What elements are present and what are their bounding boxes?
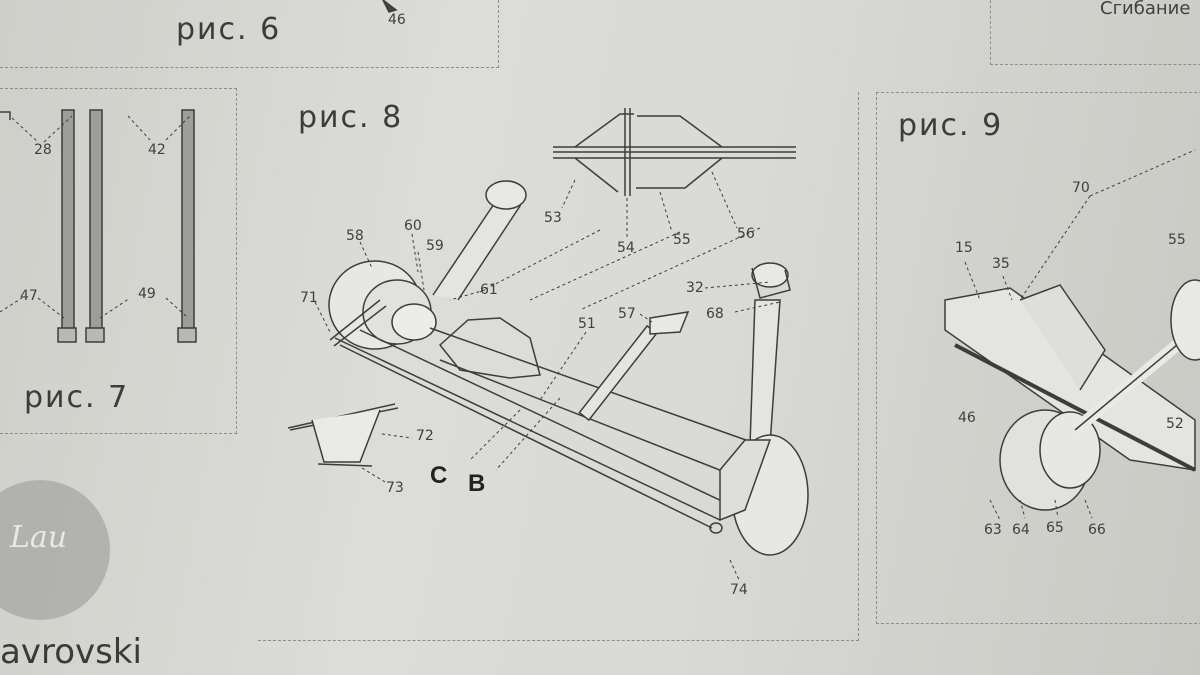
top-right-panel: [990, 0, 1200, 65]
top-right-text: Сгибание: [1100, 0, 1191, 19]
fig8-letter-c: C: [430, 462, 448, 489]
fig8-letter-b: B: [468, 470, 486, 497]
fig8-label-72: 72: [416, 428, 434, 444]
fig9-label-55: 55: [1168, 232, 1186, 248]
brand-logo-mark: Lau: [10, 520, 68, 555]
fig8-label-54: 54: [617, 240, 635, 256]
fig7-label-47: 47: [20, 288, 38, 304]
fig7-label-28: 28: [34, 142, 52, 158]
figure-6-caption: рис. 6: [176, 12, 282, 47]
fig8-label-60: 60: [404, 218, 422, 234]
fig9-label-64: 64: [1012, 522, 1030, 538]
fig9-label-66: 66: [1088, 522, 1106, 538]
fig9-label-15: 15: [955, 240, 973, 256]
figure-9-panel: [876, 92, 1200, 624]
fig9-label-46: 46: [958, 410, 976, 426]
fig6-label-46: 46: [388, 12, 406, 28]
fig8-label-59: 59: [426, 238, 444, 254]
fig8-label-74: 74: [730, 582, 748, 598]
fig9-label-35: 35: [992, 256, 1010, 272]
fig8-label-56: 56: [737, 226, 755, 242]
fig7-label-42: 42: [148, 142, 166, 158]
brand-name: avrovski: [0, 632, 142, 672]
fig8-label-57: 57: [618, 306, 636, 322]
fig9-label-65: 65: [1046, 520, 1064, 536]
fig8-label-68: 68: [706, 306, 724, 322]
fig8-label-58: 58: [346, 228, 364, 244]
fig8-label-51: 51: [578, 316, 596, 332]
brand-logo-circle: [0, 480, 110, 620]
fig8-label-71: 71: [300, 290, 318, 306]
fig8-label-73: 73: [386, 480, 404, 496]
fig8-label-32: 32: [686, 280, 704, 296]
fig8-label-53: 53: [544, 210, 562, 226]
figure-8-caption: рис. 8: [298, 100, 404, 135]
fig9-label-70: 70: [1072, 180, 1090, 196]
figure-9-caption: рис. 9: [898, 108, 1004, 143]
fig8-label-61: 61: [480, 282, 498, 298]
fig8-label-55: 55: [673, 232, 691, 248]
fig7-label-49: 49: [138, 286, 156, 302]
fig9-label-63: 63: [984, 522, 1002, 538]
figure-6-panel: [0, 0, 499, 68]
figure-7-caption: рис. 7: [24, 380, 130, 415]
figure-8-panel: [258, 92, 859, 641]
figure-7-panel: [0, 88, 237, 434]
fig9-label-52: 52: [1166, 416, 1184, 432]
